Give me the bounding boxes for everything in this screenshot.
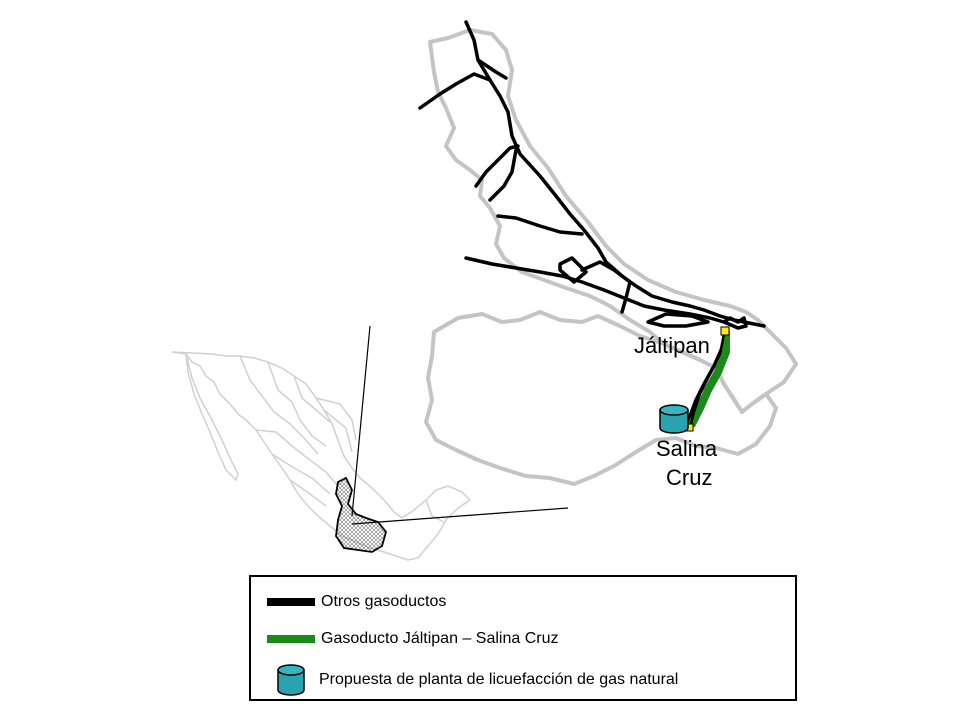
legend-item-lng-plant: Propuesta de planta de licuefacción de g… [251,664,679,696]
legend-label: Otros gasoductos [321,593,447,610]
legend-label: Propuesta de planta de licuefacción de g… [319,671,679,688]
black-line-swatch [267,598,315,606]
label-salina-line1: Salina [656,436,718,461]
mexico-inset-map [171,351,472,561]
other-pipelines [418,20,766,428]
jaltipan-salina-pipeline-core [688,332,726,430]
label-salina-line2: Cruz [666,465,712,490]
callout-line-upper [351,325,371,517]
green-line-swatch [267,635,315,643]
jaltipan-salina-pipeline [688,328,730,428]
legend-item-other-pipelines: Otros gasoductos [251,587,446,617]
lng-plant-tank-icon [659,404,689,434]
state-outlines [424,28,798,486]
tank-icon [277,664,305,696]
inset-highlight-region [335,476,387,553]
legend-item-jaltipan-salina-pipeline: Gasoducto Jáltipan – Salina Cruz [251,624,558,654]
oaxaca-outline [424,310,778,486]
map-legend: Otros gasoductos Gasoducto Jáltipan – Sa… [249,575,797,701]
legend-label: Gasoducto Jáltipan – Salina Cruz [321,630,559,647]
callout-line-lower [351,507,569,525]
label-jaltipan: Jáltipan [634,333,710,358]
jaltipan-marker [720,326,730,336]
veracruz-outline [428,28,798,414]
